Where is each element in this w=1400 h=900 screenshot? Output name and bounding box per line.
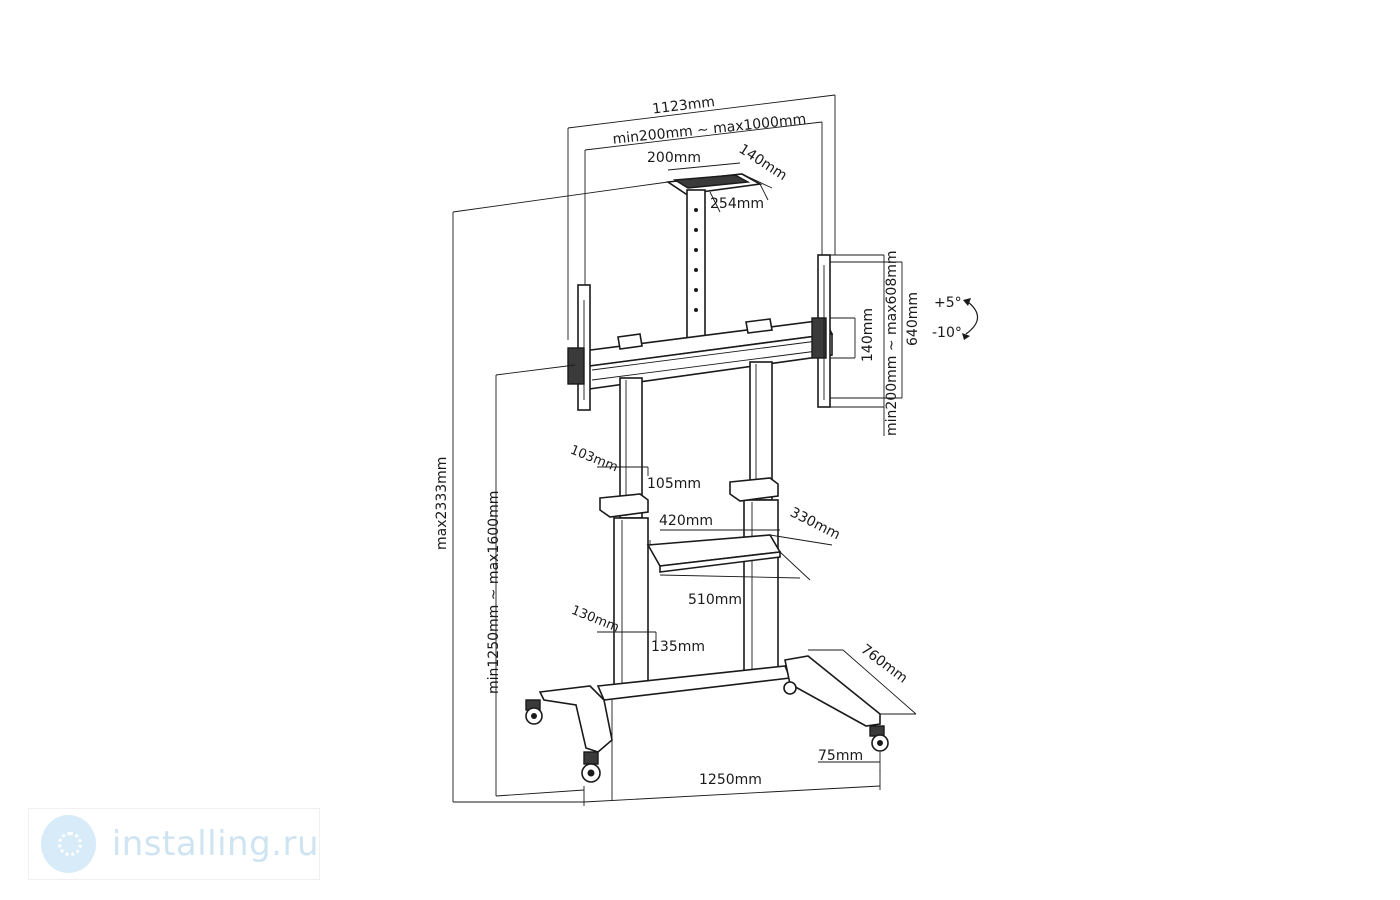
shelf-depth-label: 330mm bbox=[787, 505, 842, 544]
bracket-dimensions: 140mm min200mm ~ max608mm 640mm bbox=[830, 250, 921, 436]
base-width-label: 1250mm bbox=[699, 772, 762, 788]
crossbar bbox=[573, 318, 834, 391]
tilt-indicator: +5° -10° bbox=[932, 295, 979, 341]
left-bracket bbox=[567, 284, 591, 411]
right-column bbox=[743, 361, 779, 679]
left-column bbox=[613, 377, 649, 695]
center-height-label: min1250mm ~ max1600mm bbox=[486, 491, 502, 694]
tilt-down-label: -10° bbox=[932, 325, 962, 341]
top-plate-width-label: 200mm bbox=[647, 150, 701, 166]
top-plate-height-label: 254mm bbox=[710, 196, 764, 212]
shelf-outer-label: 510mm bbox=[688, 592, 742, 608]
bracket-width-label: 140mm bbox=[860, 308, 876, 362]
center-height-dimension: min1250mm ~ max1600mm bbox=[486, 364, 585, 797]
caster-offset-label: 75mm bbox=[818, 748, 863, 764]
overall-width-label: 1123mm bbox=[651, 94, 715, 118]
watermark: installing.ru bbox=[28, 808, 320, 880]
caster-left-back bbox=[525, 699, 543, 725]
base bbox=[538, 655, 881, 800]
base-width-dimension: 1250mm bbox=[583, 770, 881, 806]
caster-front-right bbox=[869, 725, 889, 752]
shelf-width-label: 420mm bbox=[659, 513, 713, 529]
top-plate: 200mm 140mm 254mm bbox=[647, 141, 790, 213]
overall-width-dimension: 1123mm bbox=[567, 94, 836, 340]
bracket-height-label: 640mm bbox=[905, 292, 921, 346]
caster-front-left bbox=[581, 751, 601, 783]
column-lower-width-label: 135mm bbox=[651, 639, 705, 655]
watermark-text: installing.ru bbox=[111, 824, 319, 864]
total-height-label: max2333mm bbox=[434, 457, 450, 550]
installing-logo-icon bbox=[41, 815, 96, 873]
upper-pole bbox=[686, 189, 706, 339]
base-depth-label: 760mm bbox=[858, 641, 911, 686]
total-height-dimension: max2333mm bbox=[434, 181, 669, 803]
column-collars bbox=[599, 477, 779, 518]
column-upper-depth-label: 103mm bbox=[568, 443, 620, 476]
vesa-height-label: min200mm ~ max608mm bbox=[884, 250, 900, 436]
vesa-width-label: min200mm ~ max1000mm bbox=[612, 111, 807, 147]
right-bracket bbox=[811, 254, 831, 408]
caster-right-back bbox=[783, 681, 797, 695]
caster-offset-dimension: 75mm bbox=[818, 748, 881, 772]
tilt-up-label: +5° bbox=[934, 295, 962, 311]
casters bbox=[525, 681, 889, 783]
column-upper-width-label: 105mm bbox=[647, 476, 701, 492]
